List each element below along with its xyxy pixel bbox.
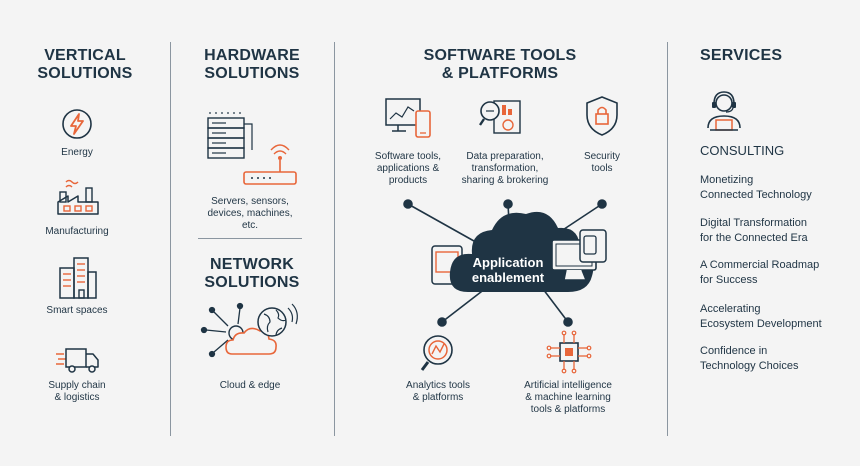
buildings-icon bbox=[59, 257, 97, 299]
server-rack-and-router-icon bbox=[207, 112, 297, 185]
smart-spaces-label: Smart spaces bbox=[46, 305, 108, 316]
ai-ml-tools-label: Artificial intelligence& machine learnin… bbox=[524, 380, 612, 415]
data-preparation-label: Data preparation,transformation,sharing … bbox=[461, 151, 549, 186]
magnifier-chart-icon bbox=[479, 100, 521, 134]
supply-chain-label: Supply chain& logistics bbox=[48, 380, 106, 403]
manufacturing-label: Manufacturing bbox=[45, 226, 109, 237]
software-tools-heading: SOFTWARE TOOLS& PLATFORMS bbox=[423, 47, 577, 82]
software-tools-label: Software tools,applications &products bbox=[374, 151, 442, 186]
network-label: Cloud & edge bbox=[219, 380, 281, 391]
factory-icon bbox=[57, 179, 99, 215]
application-enablement-cloud bbox=[431, 211, 607, 292]
column-divider-2 bbox=[334, 42, 335, 436]
ai-chip-brain-icon bbox=[546, 330, 592, 374]
delivery-truck-icon bbox=[56, 348, 99, 373]
cloud-globe-network-icon bbox=[200, 302, 298, 358]
consultant-headset-icon bbox=[707, 91, 741, 131]
lightning-bolt-icon bbox=[62, 109, 92, 139]
hardware-network-divider bbox=[198, 238, 302, 239]
analytics-magnifier-icon bbox=[420, 335, 453, 371]
analytics-tools-label: Analytics tools& platforms bbox=[406, 380, 470, 403]
column-divider-3 bbox=[667, 42, 668, 436]
consulting-label: CONSULTING bbox=[700, 143, 785, 158]
hardware-label: Servers, sensors,devices, machines,etc. bbox=[207, 196, 293, 231]
services-heading: SERVICES bbox=[700, 47, 783, 64]
column-divider-1 bbox=[170, 42, 171, 436]
shield-lock-icon bbox=[586, 96, 618, 136]
energy-label: Energy bbox=[61, 147, 93, 158]
monitor-phone-icon bbox=[385, 98, 431, 138]
hub-connector-lines bbox=[403, 199, 607, 327]
